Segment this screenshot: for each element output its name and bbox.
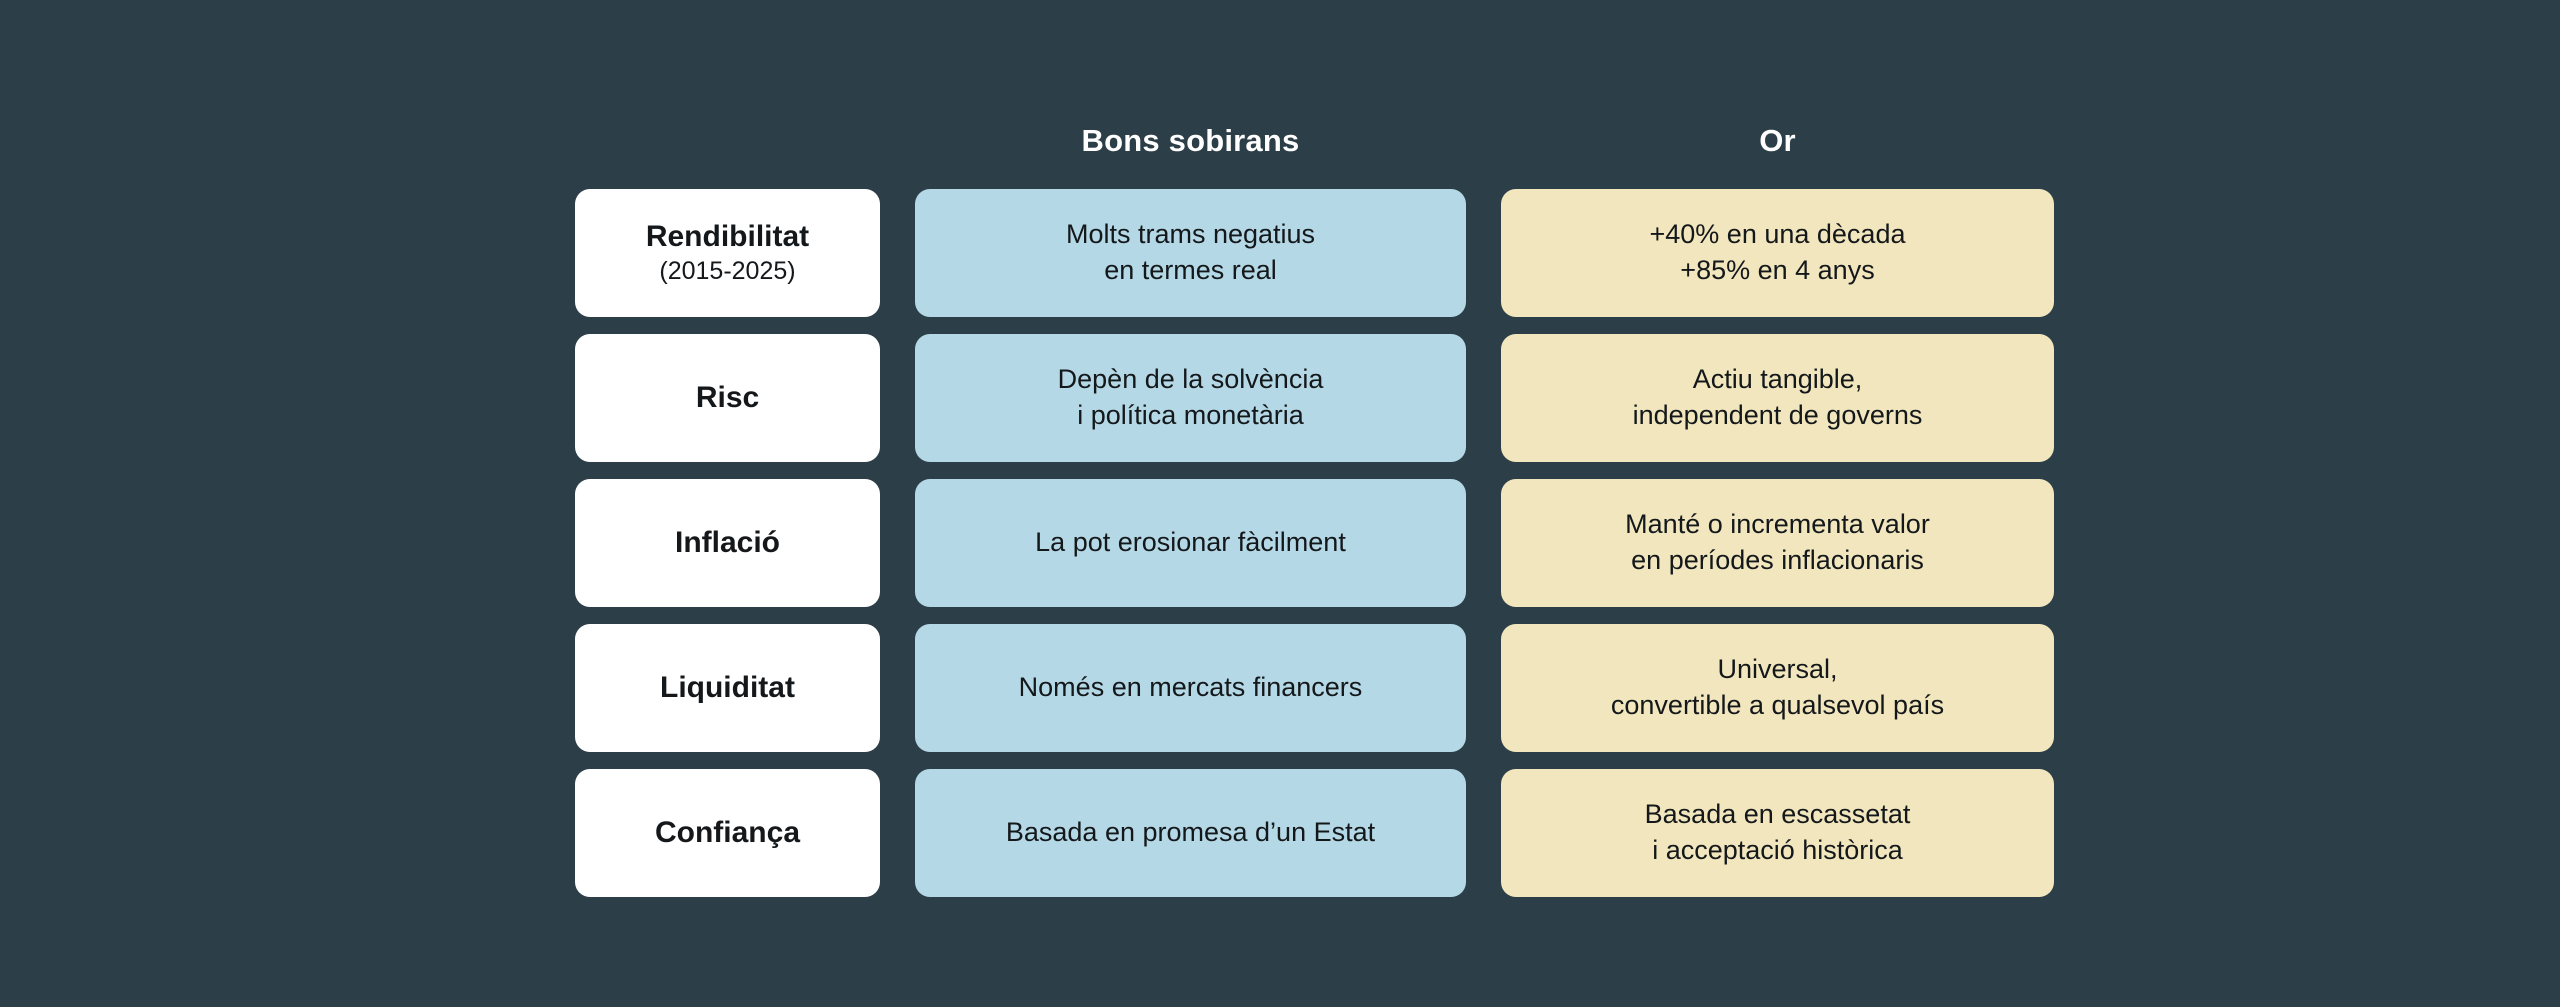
- criteria-sublabel: (2015-2025): [659, 257, 796, 286]
- gold-cell-line: i acceptació històrica: [1652, 835, 1903, 865]
- bonds-cell-line: Molts trams negatius: [1065, 219, 1316, 250]
- gold-cell: Manté o incrementa valor en períodes inf…: [1501, 479, 2054, 607]
- gold-cell-line: independent de governs: [1632, 400, 1923, 430]
- bonds-cell: Depèn de la solvència i política monetàr…: [915, 334, 1466, 462]
- bonds-cell-line: Depèn de la solvència: [1057, 364, 1324, 395]
- criteria-label: Risc: [695, 381, 760, 415]
- criteria-label: Inflació: [674, 526, 780, 560]
- bonds-cell-line: i política monetària: [1077, 400, 1304, 430]
- bonds-cell-line: La pot erosionar fàcilment: [1035, 527, 1346, 558]
- bonds-column-header: Bons sobirans: [1081, 122, 1300, 158]
- comparison-table: Bons sobirans Or Rendibilitat (2015-2025…: [575, 110, 2057, 897]
- criteria-label: Liquiditat: [660, 671, 795, 705]
- bonds-cell-line: Només en mercats financers: [1018, 672, 1363, 703]
- bonds-cell-line: Basada en promesa d’un Estat: [1005, 817, 1376, 848]
- gold-cell-line: en períodes inflacionaris: [1631, 545, 1924, 575]
- criteria-column-header: [575, 110, 880, 172]
- gold-cell: +40% en una dècada +85% en 4 anys: [1501, 189, 2054, 317]
- gold-column-header: Or: [1759, 122, 1796, 158]
- gold-cell-line: Manté o incrementa valor: [1625, 509, 1930, 540]
- criteria-label: Rendibilitat: [645, 219, 810, 253]
- gold-cell-line: Universal,: [1717, 654, 1838, 685]
- criteria-cell: Inflació: [575, 479, 880, 607]
- gold-cell-line: convertible a qualsevol país: [1610, 690, 1945, 720]
- bonds-cell: Només en mercats financers: [915, 624, 1466, 752]
- gold-cell-line: +85% en 4 anys: [1680, 255, 1875, 285]
- gold-cell: Basada en escassetat i acceptació històr…: [1501, 769, 2054, 897]
- gold-cell-line: +40% en una dècada: [1649, 219, 1906, 250]
- gold-cell: Universal, convertible a qualsevol país: [1501, 624, 2054, 752]
- criteria-cell: Rendibilitat (2015-2025): [575, 189, 880, 317]
- gold-cell-line: Basada en escassetat: [1644, 799, 1911, 830]
- gold-cell: Actiu tangible, independent de governs: [1501, 334, 2054, 462]
- bonds-cell: La pot erosionar fàcilment: [915, 479, 1466, 607]
- bonds-cell: Basada en promesa d’un Estat: [915, 769, 1466, 897]
- gold-cell-line: Actiu tangible,: [1692, 364, 1863, 395]
- criteria-label: Confiança: [654, 816, 801, 850]
- criteria-cell: Liquiditat: [575, 624, 880, 752]
- bonds-cell: Molts trams negatius en termes real: [915, 189, 1466, 317]
- criteria-cell: Risc: [575, 334, 880, 462]
- bonds-cell-line: en termes real: [1104, 255, 1277, 285]
- criteria-cell: Confiança: [575, 769, 880, 897]
